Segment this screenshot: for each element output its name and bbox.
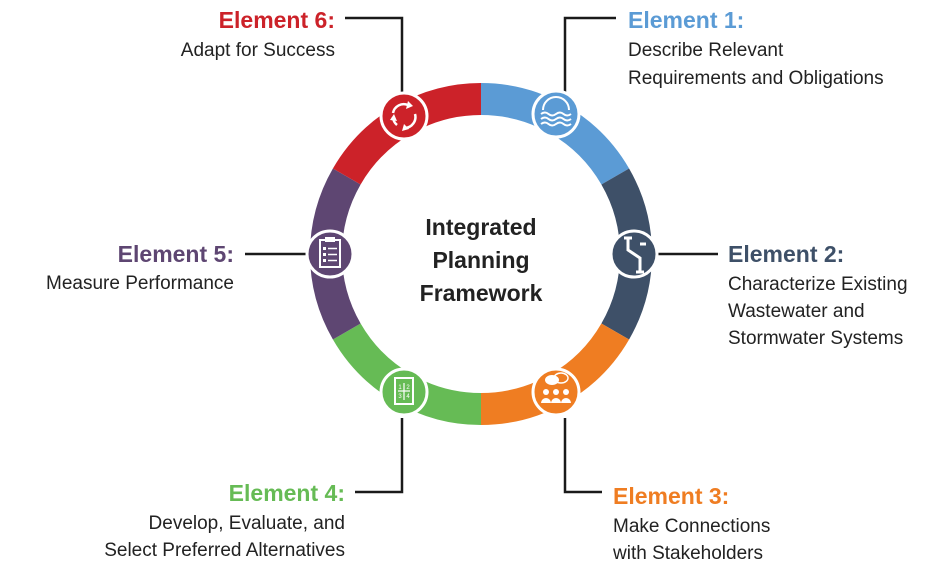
element-6-label: Element 6: Adapt for Success [181,7,335,61]
ranked-list-document-icon: 1 2 3 4 [394,377,414,405]
leader-line-element-3 [563,418,602,494]
element-2-heading: Element 2: [728,241,844,267]
center-title-line-2: Planning [432,247,529,273]
element-2-desc-line-3: Stormwater Systems [728,328,903,349]
water-waves-icon [540,96,572,127]
leader-line-element-6 [345,16,404,92]
element-3-desc-line-2: with Stakeholders [612,543,763,561]
element-3-icon-badge [531,367,581,417]
center-title-line-1: Integrated [425,214,536,240]
element-1-label: Element 1: Describe Relevant Requirement… [628,7,884,89]
element-6-desc-line-1: Adapt for Success [181,40,335,61]
leader-line-element-1 [563,16,616,92]
element-2-icon-badge [609,229,659,279]
element-1-desc-line-1: Describe Relevant [628,40,784,61]
element-5-label: Element 5: Measure Performance [46,241,234,294]
element-3-desc-line-1: Make Connections [613,516,770,537]
element-1-icon-badge [531,89,581,139]
leader-lines [245,16,718,494]
element-3-heading: Element 3: [613,483,729,509]
element-5-icon-badge [305,229,355,279]
element-4-desc-line-1: Develop, Evaluate, and [149,513,345,534]
svg-text:3: 3 [398,394,402,400]
center-title-line-3: Framework [420,280,543,306]
element-4-heading: Element 4: [229,480,345,506]
element-2-desc-line-1: Characterize Existing [728,274,908,295]
svg-text:2: 2 [406,385,410,391]
pipes-icon [624,236,646,274]
element-4-desc-line-2: Select Preferred Alternatives [104,540,345,561]
element-5-desc-line-1: Measure Performance [46,273,234,294]
svg-text:4: 4 [406,394,410,400]
element-4-icon-badge: 1 2 3 4 [379,367,429,417]
center-title: Integrated Planning Framework [420,214,543,306]
svg-text:1: 1 [398,385,402,391]
element-6-heading: Element 6: [219,7,335,33]
leader-line-element-4 [355,418,404,494]
element-3-label: Element 3: Make Connections with Stakeho… [612,483,770,561]
element-5-heading: Element 5: [118,241,234,267]
element-2-desc-line-2: Wastewater and [728,301,865,322]
stakeholders-chat-icon [541,372,571,403]
element-1-desc-line-2: Requirements and Obligations [628,68,884,89]
element-4-label: Element 4: Develop, Evaluate, and Select… [104,480,345,561]
element-6-icon-badge [379,91,429,141]
clipboard-checklist-icon [319,237,341,268]
element-1-heading: Element 1: [628,7,744,33]
element-2-label: Element 2: Characterize Existing Wastewa… [728,241,908,349]
cycle-arrows-icon [390,101,417,131]
